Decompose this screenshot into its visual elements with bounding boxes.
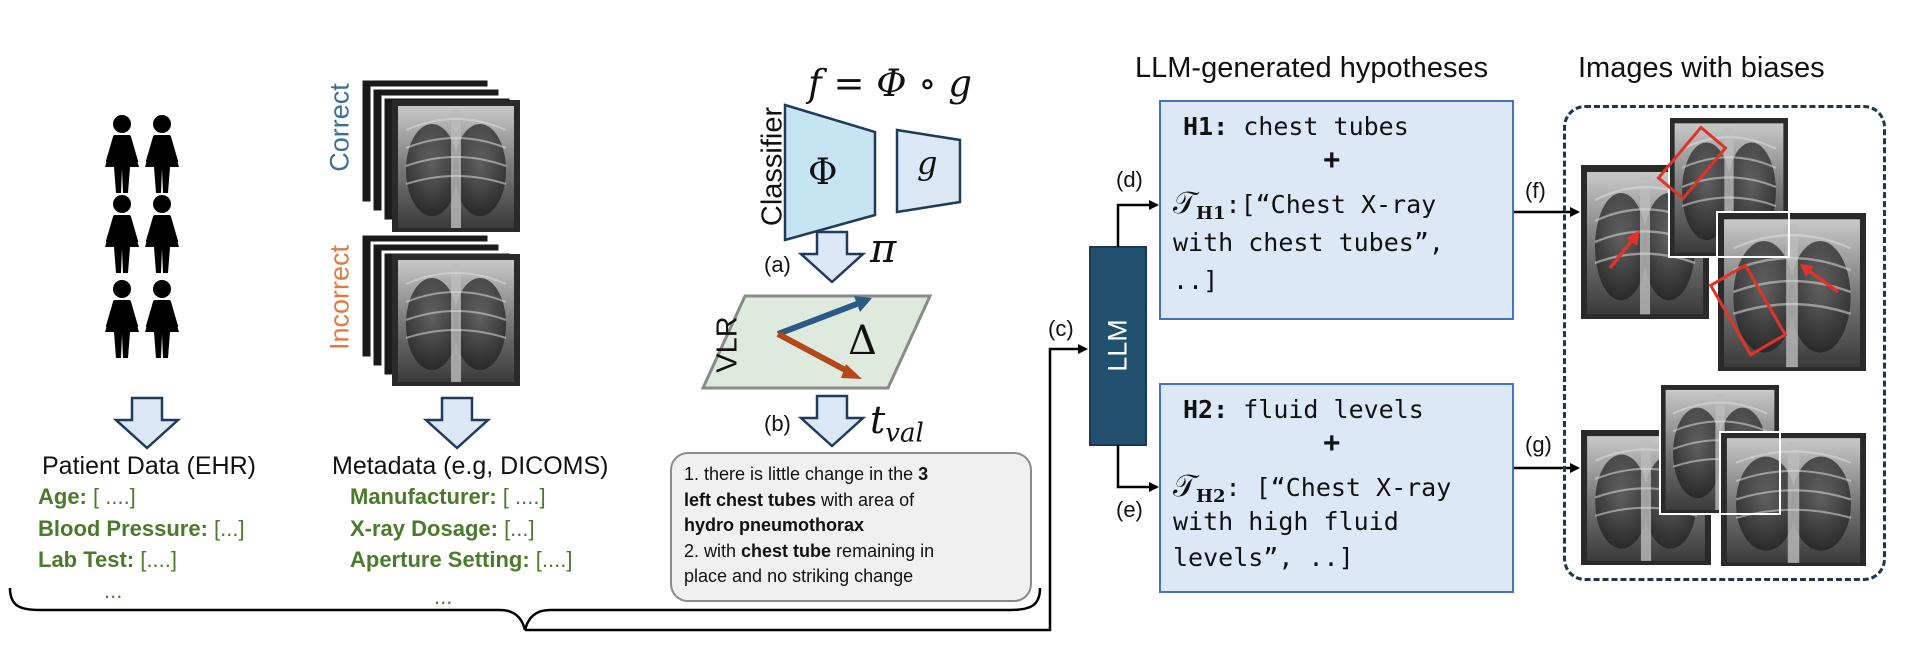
classifier-label: Classifier [756,106,789,227]
metadata-ellipsis: ... [434,584,453,609]
vlr-plane [700,294,933,390]
metadata-label: Metadata (e.g, DICOMS) [332,452,609,480]
h1-prompt-line-1: 𝒯H1:[“Chest X-ray [1173,186,1437,224]
g-symbol: g [917,144,938,182]
h1-title: H1: chest tubes [1183,112,1409,141]
phi-trapezoid [783,103,877,242]
hypothesis-h1-box: H1: chest tubes + 𝒯H1:[“Chest X-ray with… [1159,100,1514,320]
h2-prompt-line-2: with high fluid [1173,507,1399,536]
bias-images-header: Images with biases [1578,52,1825,84]
pi-symbol: π [870,226,897,272]
hypotheses-header: LLM-generated hypotheses [1135,52,1489,84]
metadata-field-aperture: Aperture Setting: [....] [350,547,573,572]
h1-plus: + [1323,144,1341,177]
vlr-blue-vector [776,299,864,337]
vlr-red-vector [776,331,853,376]
t-val-symbol: tval [870,398,924,449]
step-a: (a) [764,252,791,277]
h2-prompt-line-3: levels”, ..] [1173,543,1354,572]
connector-c [525,344,1088,632]
llm-box [1089,246,1147,446]
ehr-field-lab-test: Lab Test: [....] [38,547,177,572]
bias-highlight-box [1708,263,1788,357]
h2-title: H2: fluid levels [1183,395,1424,424]
biased-xray-group-1 [1581,116,1868,373]
bias-arrow-icon [1608,236,1636,270]
delta-symbol: Δ [848,318,877,364]
h2-prompt-line-1: 𝒯H2: [“Chest X-ray [1173,469,1452,507]
step-e: (e) [1116,497,1143,522]
biased-xray-group-2 [1581,383,1868,568]
correct-xray-stack [359,77,521,233]
bias-highlight-box [1656,125,1728,201]
phi-symbol: Φ [808,152,838,193]
metadata-field-dosage: X-ray Dosage: [...] [350,516,535,541]
incorrect-xray-stack [359,232,521,387]
bias-arrow-icon [1806,268,1840,294]
hypothesis-h2-box: H2: fluid levels + 𝒯H2: [“Chest X-ray wi… [1159,383,1514,593]
patients-icon [103,113,181,360]
ehr-field-blood-pressure: Blood Pressure: [...] [38,516,245,541]
down-arrow-icon [112,230,867,450]
classifier-formula: f = Φ ∘ g [808,62,972,105]
metadata-field-manufacturer: Manufacturer: [ ....] [350,484,546,509]
connector-d [1116,200,1159,247]
radiology-report: 1. there is little change in the 3 left … [670,452,1032,602]
vlr-label: VLR [711,316,744,373]
ehr-label: Patient Data (EHR) [42,452,256,480]
h1-prompt-line-2: with chest tubes”, [1173,228,1444,257]
step-f: (f) [1525,178,1546,203]
incorrect-label: Incorrect [324,244,355,351]
connector-e [1116,445,1159,492]
ehr-field-age: Age: [ ....] [38,484,136,509]
llm-label: LLM [1102,319,1133,372]
step-c: (c) [1048,316,1074,341]
h1-prompt-line-3: ..] [1173,266,1219,295]
step-d: (d) [1116,167,1143,192]
correct-label: Correct [324,83,355,172]
ehr-ellipsis: ... [104,578,123,603]
step-g: (g) [1525,432,1552,457]
g-trapezoid [895,128,962,214]
bias-images-frame [1563,105,1886,581]
step-b: (b) [764,411,791,436]
h2-plus: + [1323,427,1341,460]
